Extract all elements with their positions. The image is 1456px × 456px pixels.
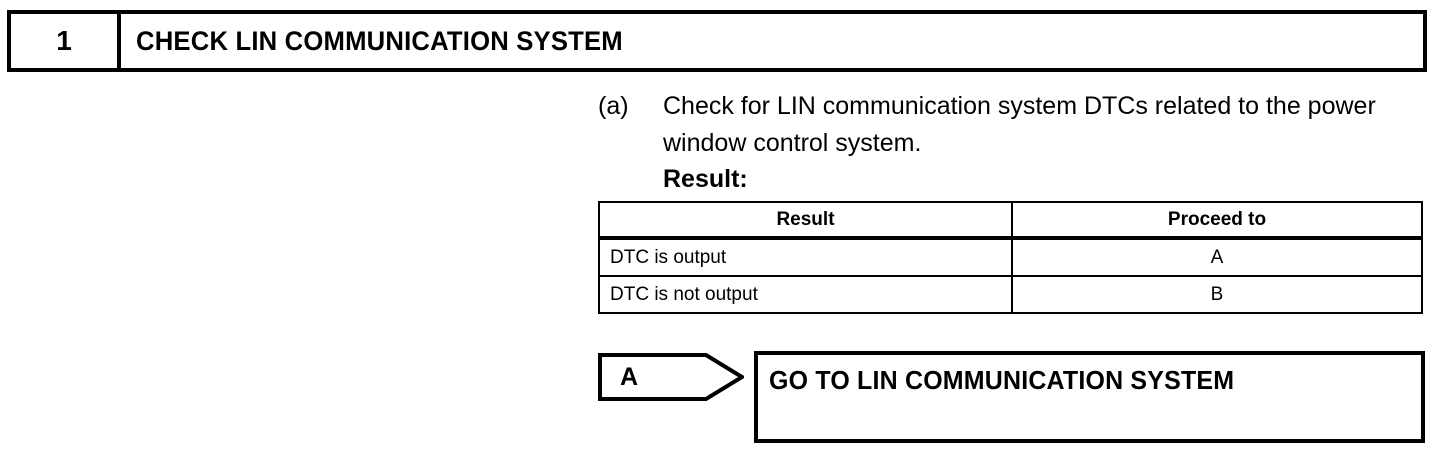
result-label: Result:	[663, 165, 748, 193]
step-number-cell: 1	[11, 14, 121, 68]
arrow-right-pennant-icon	[598, 353, 744, 401]
result-table: Result Proceed to DTC is output A DTC is…	[598, 201, 1423, 314]
column-header-result: Result	[598, 201, 1013, 240]
step-title-cell: CHECK LIN COMMUNICATION SYSTEM	[121, 14, 1423, 68]
goto-action-box: GO TO LIN COMMUNICATION SYSTEM	[754, 351, 1425, 443]
cell-result: DTC is not output	[598, 275, 1013, 314]
step-number: 1	[56, 25, 72, 56]
goto-action-text: GO TO LIN COMMUNICATION SYSTEM	[769, 365, 1235, 395]
table-row: DTC is output A	[598, 237, 1423, 277]
cell-proceed-to: B	[1011, 275, 1423, 314]
cell-proceed-to: A	[1011, 237, 1423, 277]
procedure-block: (a) Check for LIN communication system D…	[598, 88, 1428, 196]
branch-letter: A	[620, 363, 639, 391]
table-row: DTC is not output B	[598, 275, 1423, 314]
column-header-proceed-to: Proceed to	[1011, 201, 1423, 240]
branch-arrow-pennant: A	[598, 353, 744, 401]
table-header-row: Result Proceed to	[598, 201, 1423, 240]
step-header-bar: 1 CHECK LIN COMMUNICATION SYSTEM	[7, 10, 1427, 72]
cell-result: DTC is output	[598, 237, 1013, 277]
procedure-marker: (a)	[598, 92, 629, 120]
procedure-text: Check for LIN communication system DTCs …	[663, 92, 1376, 157]
procedure-item-a: (a) Check for LIN communication system D…	[598, 88, 1428, 196]
step-title: CHECK LIN COMMUNICATION SYSTEM	[136, 25, 623, 56]
procedure-body: Check for LIN communication system DTCs …	[663, 88, 1428, 196]
